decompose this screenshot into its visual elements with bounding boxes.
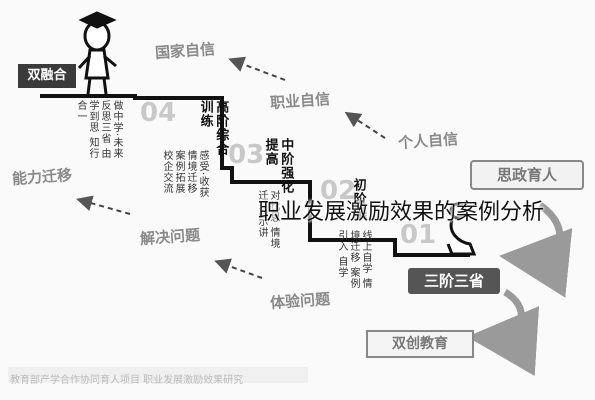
- staircase: [40, 94, 470, 257]
- step-text-02: 对比思 情境迁 演示讲: [256, 190, 279, 250]
- national-confidence-label: 国家自信: [154, 39, 216, 63]
- step-text-03: 感受·收获 情境迁移 案例拓展 校企交流: [161, 150, 208, 199]
- caption-title: 职业发展激励效果的案例分析: [258, 200, 545, 225]
- step-number-01: 01: [400, 220, 437, 250]
- arrow-national: [228, 56, 286, 81]
- step-title-03: 中阶强化提高: [262, 138, 294, 194]
- step-title-02: 初阶基: [350, 178, 366, 220]
- arrow-transfer: [76, 195, 131, 215]
- step-number-04: 04: [140, 98, 177, 128]
- curve-arrow-upper: [499, 202, 573, 298]
- experience-problem-label: 体验问题: [269, 289, 331, 313]
- curve-arrow-lower: [467, 289, 540, 376]
- dual-fusion-box: 双融合: [18, 64, 76, 88]
- arrow-career: [344, 111, 386, 139]
- step-text-01: 线上自学 情境迁移 案例引入 自学: [336, 230, 371, 290]
- career-confidence-label: 职业自信: [269, 89, 331, 113]
- solve-problem-label: 解决问题: [139, 225, 201, 249]
- step-number-03: 03: [228, 140, 265, 170]
- thought-education-box: 思政育人: [470, 160, 584, 190]
- footer-text: 教育部产学合作协同育人项目 职业发展激励效果研究: [10, 375, 244, 386]
- step-title-04: 高阶综合训练: [197, 100, 229, 156]
- step-number-02: 02: [320, 176, 357, 206]
- ability-transfer-label: 能力迁移: [11, 165, 73, 189]
- graduate-figure: [77, 11, 117, 95]
- dual-innovation-box: 双创教育: [366, 330, 474, 358]
- arrow-solve: [214, 258, 263, 279]
- three-stage-box: 三阶三省: [408, 268, 500, 294]
- crouching-figure: [446, 202, 477, 256]
- step-text-04: 做中学·未来 反思三省 由学到思 知行合一: [75, 100, 122, 160]
- personal-confidence-label: 个人自信: [397, 129, 459, 153]
